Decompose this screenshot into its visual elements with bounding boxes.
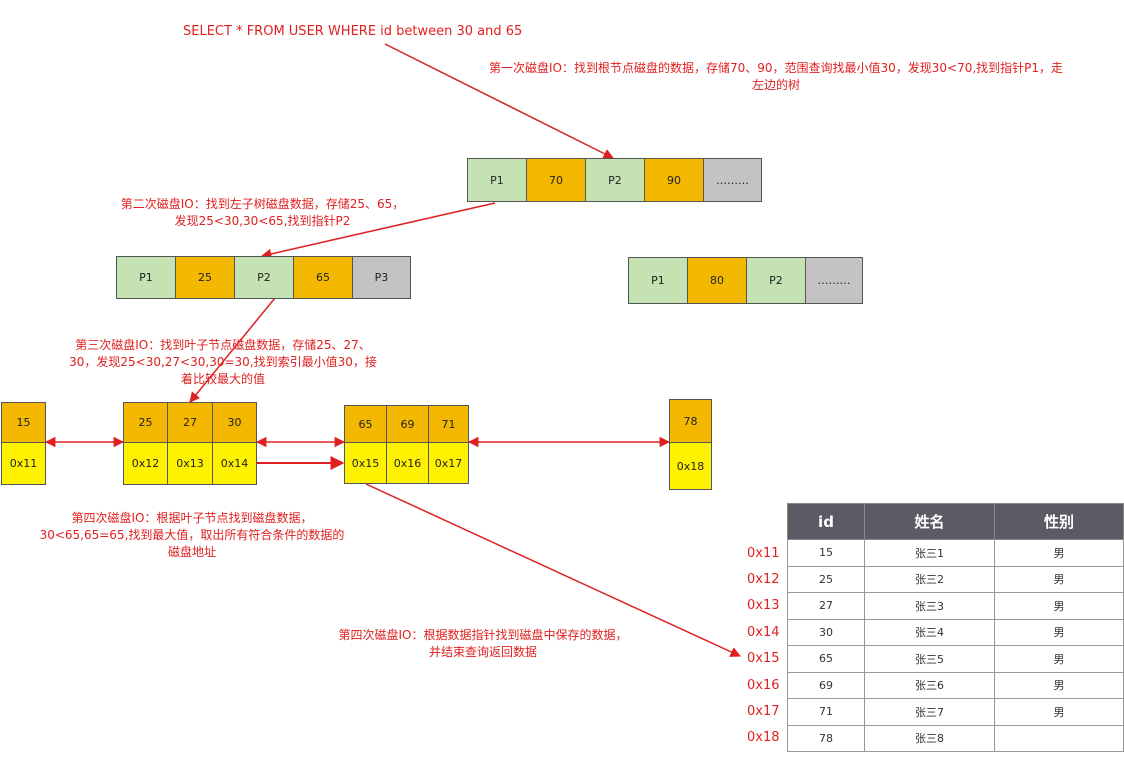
leaf-addr-cell: 0x15 [344,442,387,484]
header-name: 姓名 [864,503,995,540]
arrow-left-to-leaf [189,297,276,403]
note-line: 左边的树 [751,78,800,92]
cell-sex [994,724,1124,752]
cell-sex: 男 [994,539,1124,567]
cell-sex: 男 [994,592,1124,620]
leaf-addr-cell: 0x14 [212,442,257,485]
leaf-addr-cell: 0x18 [669,442,712,490]
row-address: 0x18 [747,730,780,745]
cell-id: 78 [787,724,865,752]
cell-sex: 男 [994,618,1124,646]
note-io4b: 第四次磁盘IO：根据数据指针找到磁盘中保存的数据， 并结束查询返回数据 [318,627,648,661]
table-header-row: id 姓名 性别 [787,503,1124,540]
leaf-addr-cell: 0x11 [1,442,46,485]
cell-sex: 男 [994,671,1124,699]
root-cell: P1 [467,158,527,202]
leaf-key-cell: 69 [386,405,429,443]
note-io4a: 第四次磁盘IO：根据叶子节点找到磁盘数据， 30<65,65=65,找到最大值，… [22,510,362,561]
right-cell: 80 [687,257,747,304]
leaf-key-cell: 25 [123,402,168,443]
note-line: 并结束查询返回数据 [428,645,537,659]
cell-name: 张三8 [864,724,995,752]
note-line: 30，发现25<30,27<30,30=30,找到索引最小值30，接 [69,355,377,369]
cell-name: 张三2 [864,565,995,593]
cell-sex: 男 [994,698,1124,726]
leaf-addr-cell: 0x16 [386,442,429,484]
leaf-key-cell: 15 [1,402,46,443]
left-cell: 65 [293,256,353,299]
cell-id: 25 [787,565,865,593]
cell-id: 15 [787,539,865,567]
root-cell: ……… [703,158,762,202]
right-cell: P2 [746,257,806,304]
row-address: 0x11 [747,546,780,561]
cell-name: 张三7 [864,698,995,726]
cell-id: 65 [787,645,865,673]
note-io2: 第二次磁盘IO：找到左子树磁盘数据，存储25、65， 发现25<30,30<65… [110,196,415,230]
row-address: 0x17 [747,704,780,719]
note-line: 磁盘地址 [167,545,216,559]
cell-sex: 男 [994,645,1124,673]
arrow-root-to-left [260,202,496,260]
row-address: 0x14 [747,625,780,640]
cell-name: 张三1 [864,539,995,567]
left-cell: P1 [116,256,176,299]
leaf-addr-cell: 0x17 [428,442,469,484]
row-address: 0x16 [747,678,780,693]
note-line: 第二次磁盘IO：找到左子树磁盘数据，存储25、65， [120,197,405,211]
cell-id: 27 [787,592,865,620]
left-cell: P2 [234,256,294,299]
leaf-key-cell: 27 [167,402,213,443]
leaf-addr-cell: 0x12 [123,442,168,485]
right-cell: ……… [805,257,863,304]
header-sex: 性别 [994,503,1124,540]
note-line: 30<65,65=65,找到最大值，取出所有符合条件的数据的 [39,528,345,542]
header-id: id [787,503,865,540]
note-line: 第四次磁盘IO：根据叶子节点找到磁盘数据， [71,511,313,525]
cell-name: 张三6 [864,671,995,699]
note-io1: 第一次磁盘IO：找到根节点磁盘的数据，存储70、90，范围查询找最小值30，发现… [466,60,1086,94]
row-address: 0x15 [747,651,780,666]
leaf-key-cell: 71 [428,405,469,443]
row-address: 0x12 [747,572,780,587]
note-line: 发现25<30,30<65,找到指针P2 [174,214,351,228]
leaf-addr-cell: 0x13 [167,442,213,485]
note-line: 第四次磁盘IO：根据数据指针找到磁盘中保存的数据， [338,628,628,642]
left-cell: P3 [352,256,411,299]
leaf-key-cell: 30 [212,402,257,443]
arrow-sql-to-root [384,43,614,159]
arrow-leaf-to-table [365,483,741,657]
cell-name: 张三5 [864,645,995,673]
root-cell: 70 [526,158,586,202]
root-cell: P2 [585,158,645,202]
leaf-key-cell: 65 [344,405,387,443]
left-cell: 25 [175,256,235,299]
sql-query: SELECT * FROM USER WHERE id between 30 a… [183,24,523,39]
right-cell: P1 [628,257,688,304]
cell-id: 30 [787,618,865,646]
leaf-key-cell: 78 [669,399,712,443]
cell-id: 69 [787,671,865,699]
cell-name: 张三3 [864,592,995,620]
cell-sex: 男 [994,565,1124,593]
cell-name: 张三4 [864,618,995,646]
cell-id: 71 [787,698,865,726]
note-line: 着比较最大的值 [180,372,265,386]
note-io3: 第三次磁盘IO：找到叶子节点磁盘数据，存储25、27、 30，发现25<30,2… [58,337,388,388]
note-line: 第三次磁盘IO：找到叶子节点磁盘数据，存储25、27、 [75,338,371,352]
root-cell: 90 [644,158,704,202]
row-address: 0x13 [747,598,780,613]
note-line: 第一次磁盘IO：找到根节点磁盘的数据，存储70、90，范围查询找最小值30，发现… [488,61,1064,75]
